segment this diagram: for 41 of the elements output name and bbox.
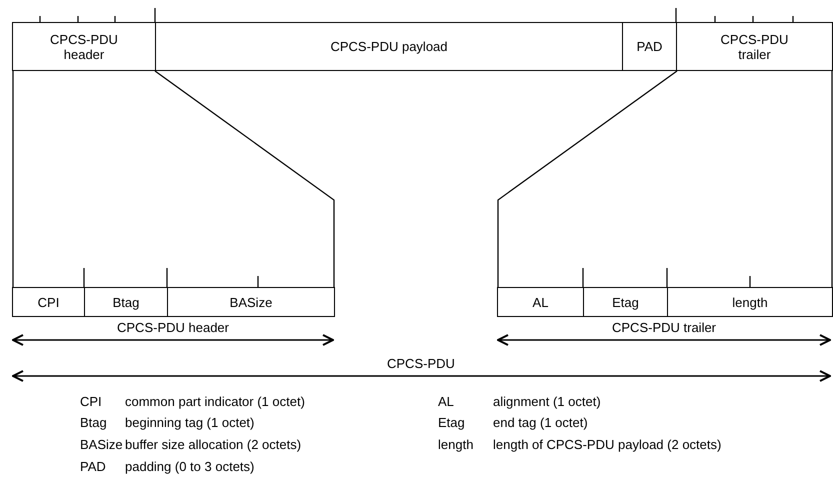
abbreviation: PAD — [80, 459, 106, 475]
field-label: Etag — [612, 294, 639, 310]
field-label: AL — [532, 294, 548, 310]
abbreviation-definition: length of CPCS-PDU payload (2 octets) — [493, 437, 722, 453]
abbreviation: length — [438, 437, 474, 453]
abbreviation: CPI — [80, 394, 102, 410]
expansion-line — [831, 71, 833, 287]
expansion-line — [154, 70, 335, 287]
abbreviation-definition: common part indicator (1 octet) — [125, 394, 305, 410]
field-label: CPI — [38, 294, 60, 310]
abbreviation-definition: beginning tag (1 octet) — [125, 415, 254, 431]
abbreviation: AL — [438, 394, 454, 410]
field-box — [583, 287, 668, 317]
field-box — [167, 287, 335, 317]
abbreviation-definition: padding (0 to 3 octets) — [125, 459, 254, 475]
field-box — [622, 22, 677, 71]
dimension-label: CPCS-PDU — [387, 356, 455, 372]
abbreviation: BASize — [80, 437, 123, 453]
field-box — [155, 22, 623, 71]
dimension-label: CPCS-PDU header — [117, 320, 229, 336]
field-label: CPCS-PDU payload — [330, 39, 448, 54]
expansion-line — [497, 70, 678, 287]
abbreviation: Btag — [80, 415, 107, 431]
field-box — [676, 22, 833, 71]
abbreviation-definition: alignment (1 octet) — [493, 394, 601, 410]
abbreviation-definition: buffer size allocation (2 octets) — [125, 437, 302, 453]
dimension-label: CPCS-PDU trailer — [612, 320, 716, 336]
field-box — [12, 287, 85, 317]
field-box — [497, 287, 584, 317]
field-label: CPCS-PDU header — [49, 32, 119, 62]
field-box — [84, 287, 168, 317]
field-box — [12, 22, 156, 71]
field-box — [667, 287, 833, 317]
field-label: PAD — [636, 39, 662, 54]
field-label: BASize — [230, 294, 272, 310]
abbreviation: Etag — [438, 415, 465, 431]
abbreviation-definition: end tag (1 octet) — [493, 415, 588, 431]
field-label: length — [732, 294, 768, 310]
field-label: CPCS-PDU trailer — [720, 32, 790, 62]
expansion-line — [12, 71, 14, 287]
field-label: Btag — [112, 294, 140, 310]
